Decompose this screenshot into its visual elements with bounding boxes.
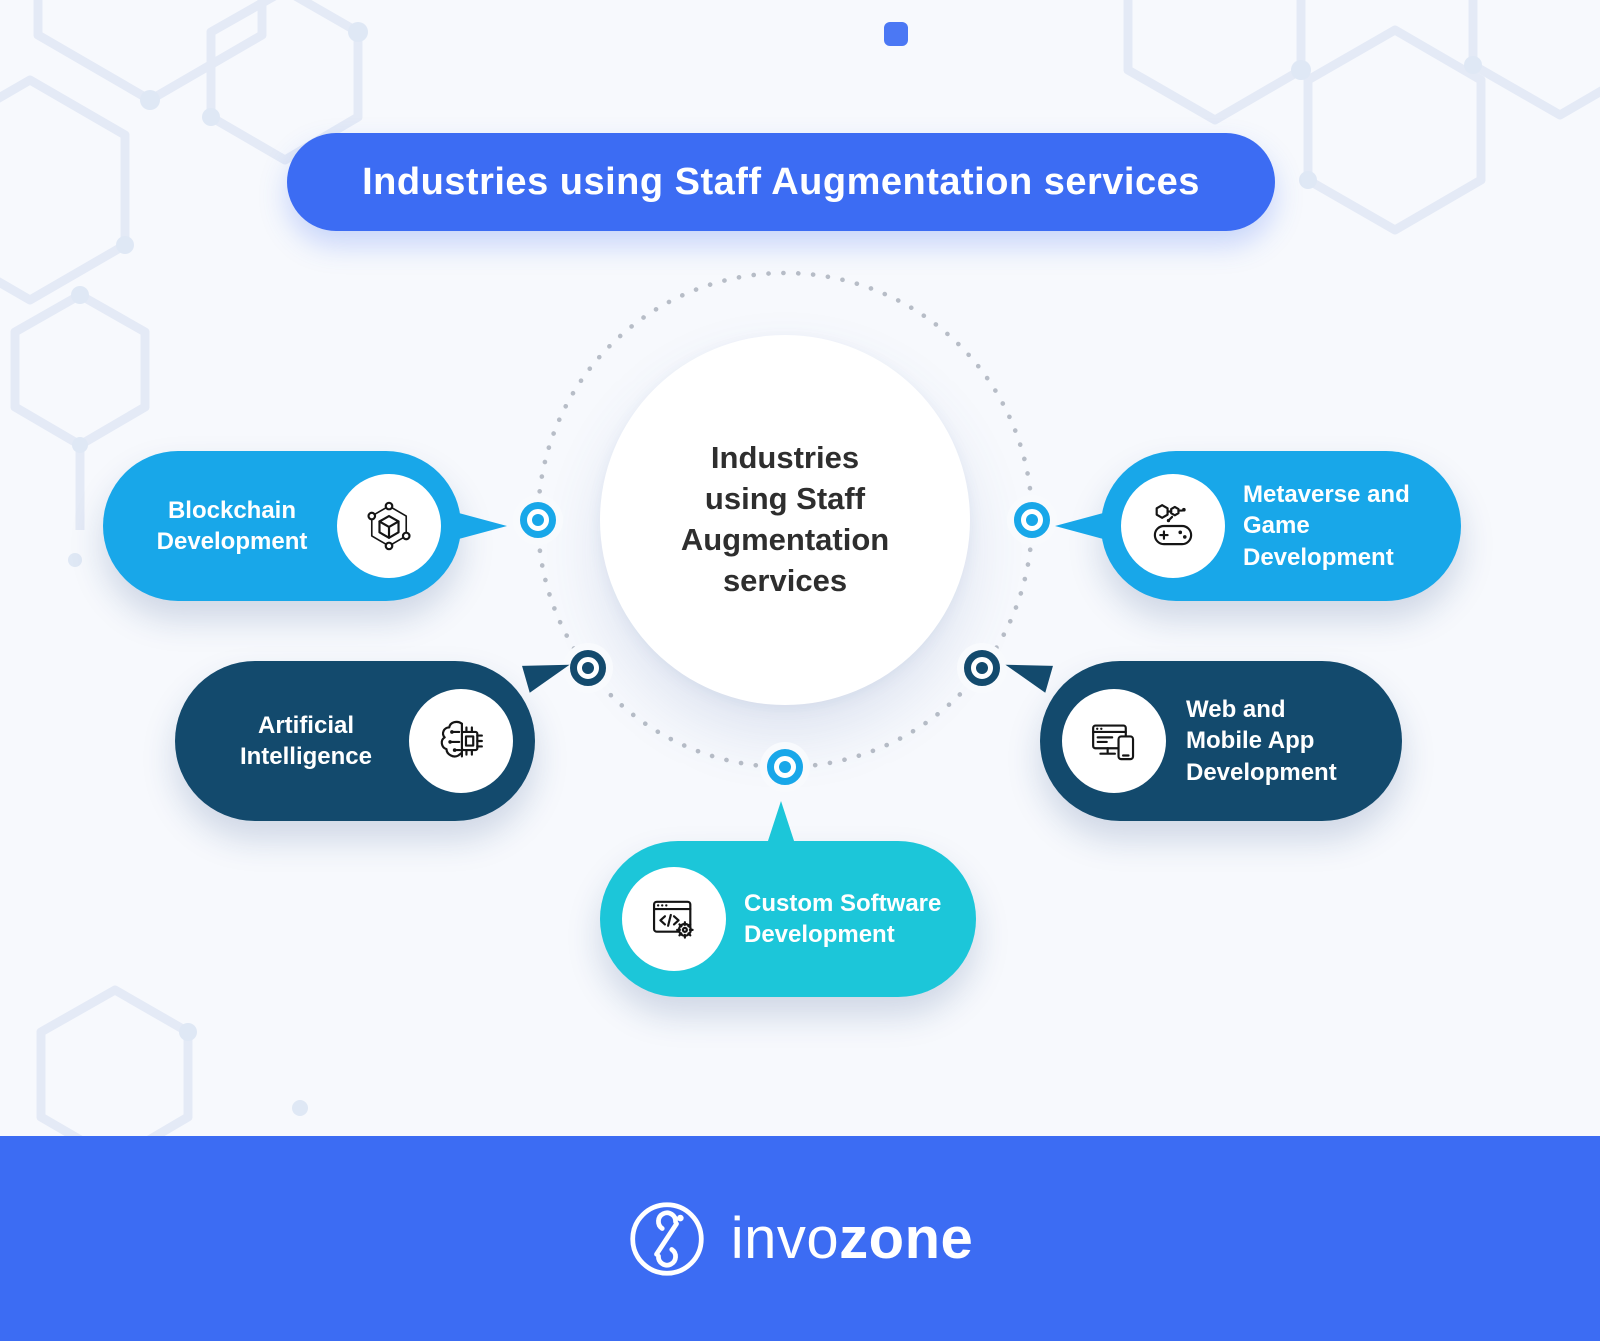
connector-dot-right: [1014, 502, 1050, 538]
brand-bold: zone: [839, 1206, 974, 1271]
pointer-tail: [455, 512, 507, 540]
web-mobile-icon: [1092, 724, 1135, 761]
connector-dot-lower-left: [570, 650, 606, 686]
blockchain-icon: [367, 501, 411, 551]
code-gear-icon: [652, 900, 694, 939]
footer-bar: invozone: [0, 1136, 1600, 1341]
invozone-logo-icon: [630, 1201, 704, 1276]
node-label: Web and Mobile App Development: [1186, 696, 1337, 786]
node-web-mobile-development: Web and Mobile App Development: [1001, 653, 1402, 821]
node-label: Metaverse and Game Development: [1243, 481, 1410, 571]
node-blockchain-development: Blockchain Development: [103, 451, 507, 601]
title-banner: Industries using Staff Augmentation serv…: [287, 133, 1275, 231]
pointer-tail: [766, 801, 796, 847]
center-hub-text: Industries using Staff Augmentation serv…: [680, 440, 890, 598]
icon-circle: [337, 474, 441, 578]
ai-brain-chip-icon: [440, 720, 483, 758]
connector-dot-bottom: [767, 749, 803, 785]
icon-circle: [409, 689, 513, 793]
connector-dot-lower-right: [964, 650, 1000, 686]
center-hub: Industries using Staff Augmentation serv…: [600, 335, 970, 705]
node-label: Artificial Intelligence: [239, 711, 373, 770]
connector-dot-left: [520, 502, 556, 538]
pointer-tail: [1055, 512, 1107, 540]
brand-name: invozone: [731, 1205, 974, 1272]
node-custom-software-development: Custom Software Development: [600, 801, 976, 997]
game-controller-icon: [1153, 504, 1193, 546]
node-label: Blockchain Development: [156, 496, 308, 555]
icon-circle: [1062, 689, 1166, 793]
icon-circle: [622, 867, 726, 971]
node-artificial-intelligence: Artificial Intelligence: [175, 653, 574, 821]
node-label: Custom Software Development: [744, 889, 942, 948]
node-metaverse-game-development: Metaverse and Game Development: [1055, 451, 1461, 601]
icon-circle: [1121, 474, 1225, 578]
brand-light: invo: [730, 1206, 840, 1271]
page-title: Industries using Staff Augmentation serv…: [362, 160, 1200, 203]
